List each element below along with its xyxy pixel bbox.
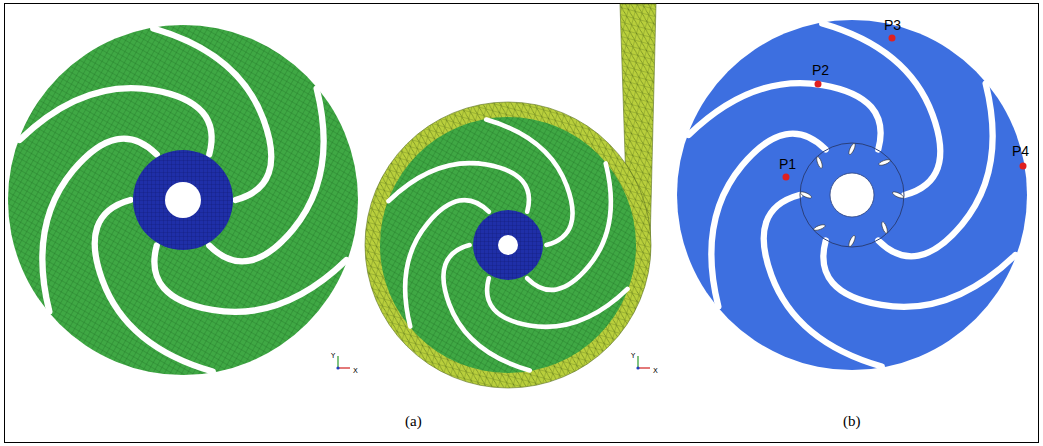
panel-label: (b)	[843, 414, 861, 429]
point-label: P2	[812, 63, 829, 77]
axis-label: Y	[331, 353, 335, 360]
point-label: P3	[884, 18, 901, 32]
point-label: P1	[779, 157, 796, 171]
axis-triad	[636, 356, 650, 370]
impeller-mesh	[0, 25, 376, 375]
axis-label: X	[653, 368, 658, 375]
axis-label: Y	[631, 353, 635, 360]
panel-label: (a)	[405, 414, 422, 429]
axis-label: X	[353, 368, 358, 375]
monitor-point	[783, 35, 1027, 181]
volute-mesh	[365, 4, 656, 388]
frame	[5, 4, 1039, 443]
impeller-geometry	[659, 20, 1043, 370]
axis-triad	[336, 356, 350, 370]
point-label: P4	[1012, 144, 1029, 158]
